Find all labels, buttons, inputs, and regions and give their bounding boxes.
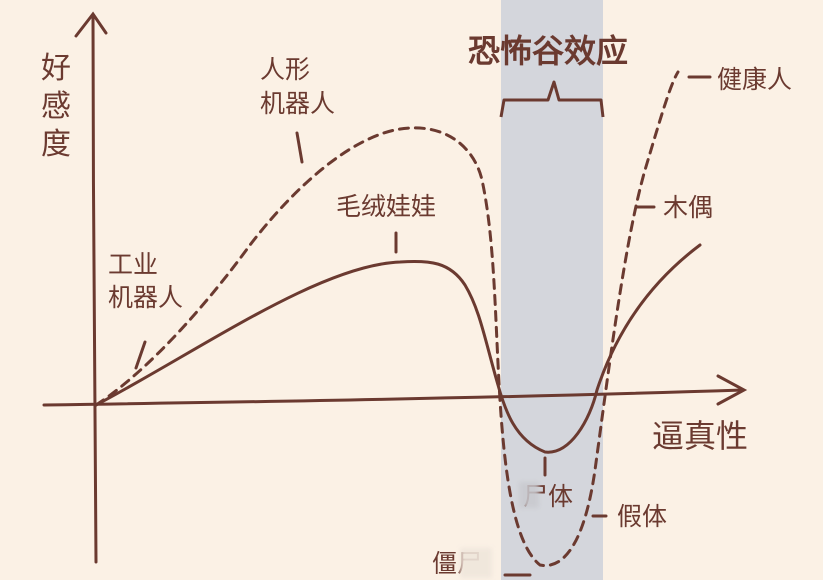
valley-brace	[499, 80, 605, 118]
industrial-robot-label-line-2: 机器人	[108, 283, 183, 312]
y-axis-label-char-3: 度	[41, 127, 71, 162]
moving-object-curve	[94, 70, 680, 568]
y-axis-label-char-2: 感	[41, 89, 71, 124]
curves	[94, 70, 702, 568]
prosthetic-label: 假体	[617, 502, 667, 531]
x-axis-arrowhead	[716, 374, 748, 406]
y-axis	[91, 14, 98, 564]
axes	[42, 11, 748, 564]
leader-ticks	[134, 75, 712, 577]
blur-patch-corpse	[519, 482, 539, 508]
humanoid-robot-label-line-1: 人形	[260, 55, 310, 84]
puppet-label: 木偶	[663, 193, 713, 222]
y-axis-arrowhead	[74, 11, 108, 38]
uncanny-valley-band	[501, 0, 603, 580]
y-axis-label-char-1: 好	[41, 51, 71, 86]
healthy-person-label: 健康人	[717, 65, 792, 94]
humanoid-robot-label-line-2: 机器人	[260, 89, 335, 118]
humanoid-robot-tick	[295, 131, 304, 164]
uncanny-valley-title: 恐怖谷效应	[468, 32, 628, 70]
x-axis	[42, 388, 745, 407]
industrial-robot-label-line-1: 工业	[108, 250, 158, 279]
blur-patch-zombie	[460, 548, 492, 578]
still-object-curve	[94, 243, 702, 454]
x-axis-label: 逼真性	[652, 417, 748, 455]
industrial-robot-tick	[134, 340, 147, 370]
stuffed-doll-label: 毛绒娃娃	[336, 192, 436, 221]
